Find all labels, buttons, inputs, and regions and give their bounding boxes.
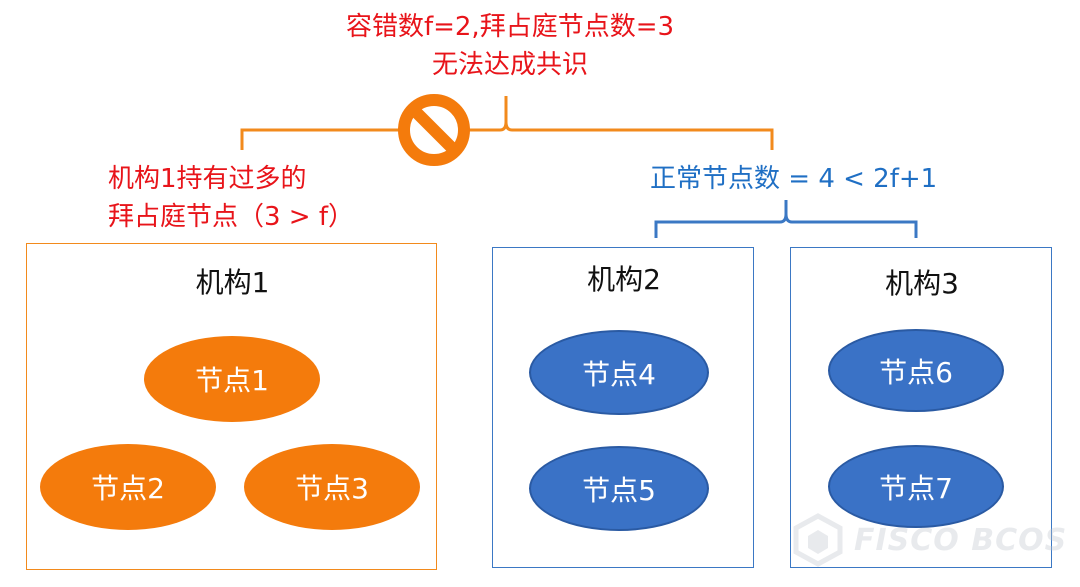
watermark-text: FISCO BCOS [854,522,1068,558]
org-box-1: 机构1 节点1 节点2 节点3 [26,243,437,570]
node-5: 节点5 [529,446,709,531]
node-3: 节点3 [244,444,420,530]
left-annotation-line2: 拜占庭节点（3 > f） [108,202,355,232]
cube-logo-icon [793,513,843,567]
node-6: 节点6 [828,329,1004,412]
left-annotation-line1: 机构1持有过多的 [108,164,307,194]
node-7: 节点7 [828,445,1004,528]
org-box-2: 机构2 节点4 节点5 [492,247,754,568]
org-title-3: 机构3 [885,267,959,300]
node-2: 节点2 [40,444,216,530]
top-annotation: 容错数f=2,拜占庭节点数=3 无法达成共识 [240,8,780,84]
right-annotation: 正常节点数 = 4 < 2f+1 [650,160,937,198]
org-title-2: 机构2 [587,263,661,296]
left-annotation: 机构1持有过多的 拜占庭节点（3 > f） [108,160,354,236]
prohibited-icon [398,94,470,166]
watermark: FISCO BCOS [790,512,1067,568]
normal-node-count-text: 正常节点数 = 4 < 2f+1 [650,164,938,194]
org-title-1: 机构1 [195,266,270,299]
node-4: 节点4 [529,330,709,415]
org-box-3: 机构3 节点6 节点7 [790,247,1052,568]
orange-bracket [240,96,774,150]
fault-tolerance-text: 容错数f=2,拜占庭节点数=3 [345,12,675,42]
blue-bracket [654,200,918,238]
consensus-fail-text: 无法达成共识 [431,50,588,80]
node-1: 节点1 [144,336,320,422]
